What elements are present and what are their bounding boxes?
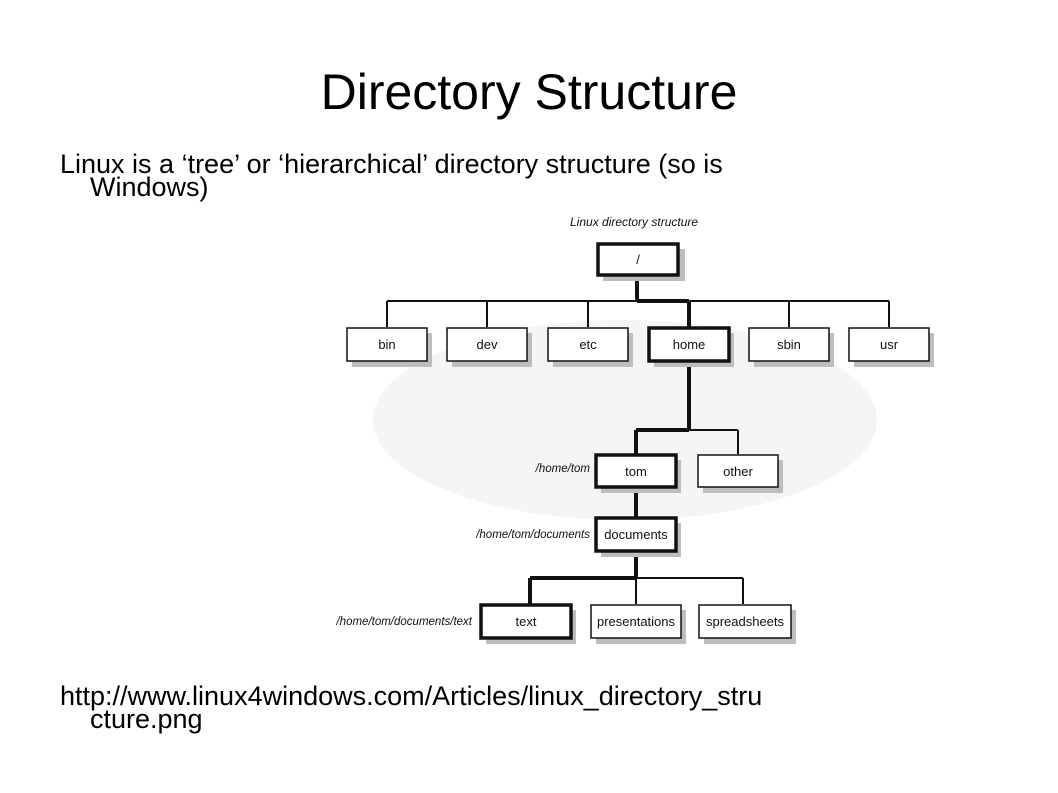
node-bin-label: bin [378,337,395,352]
node-other: other [697,454,783,493]
bullet-text: Linux is a ‘tree’ or ‘hierarchical’ dire… [60,148,960,203]
node-bin-box [346,327,428,362]
node-usr-box [848,327,930,362]
node-root-label: / [636,252,640,267]
node-dev-box [446,327,528,362]
diagram-title: Linux directory structure [570,215,698,229]
node-home: home [647,326,734,367]
node-root: / [596,242,685,281]
node-text-box [479,603,573,640]
node-sbin: sbin [748,327,834,367]
tree-connectors [386,276,890,604]
node-etc: etc [547,327,633,367]
node-documents-box [594,516,678,553]
source-url: http://www.linux4windows.com/Articles/li… [60,680,1020,735]
node-usr-label: usr [880,337,899,352]
bullet-line-1: Linux is a ‘tree’ or ‘hierarchical’ dire… [60,149,723,179]
node-other-label: other [723,464,753,479]
node-etc-label: etc [579,337,597,352]
slide-title: Directory Structure [320,64,738,120]
node-spreadsheets: spreadsheets [698,604,796,644]
node-other-box [697,454,779,488]
node-usr: usr [848,327,934,367]
node-home-box [647,326,731,363]
node-text: text [479,603,576,644]
node-home-label: home [673,337,706,352]
node-presentations-label: presentations [597,614,676,629]
bullet-line-2: Windows) [90,172,209,202]
node-tom-label: tom [625,464,647,479]
node-dev: dev [446,327,532,367]
node-sbin-box [748,327,830,362]
node-root-box [596,242,680,277]
node-documents: documents [594,516,681,557]
node-presentations-box [590,604,682,639]
node-etc-box [547,327,629,362]
node-documents-label: documents [604,527,668,542]
path-label-home-tom-documents-text: /home/tom/documents/text [335,616,472,628]
source-url-line-1: http://www.linux4windows.com/Articles/li… [60,681,763,711]
node-presentations: presentations [590,604,686,644]
node-tom-box [594,453,678,489]
node-spreadsheets-label: spreadsheets [706,614,785,629]
node-tom: tom [594,453,681,493]
path-label-home-tom: /home/tom [535,463,591,475]
node-sbin-label: sbin [777,337,801,352]
node-text-label: text [516,614,537,629]
node-bin: bin [346,327,432,367]
source-url-line-2: cture.png [90,704,203,734]
node-spreadsheets-box [698,604,792,639]
node-dev-label: dev [477,337,498,352]
path-label-home-tom-documents: /home/tom/documents [475,529,590,541]
